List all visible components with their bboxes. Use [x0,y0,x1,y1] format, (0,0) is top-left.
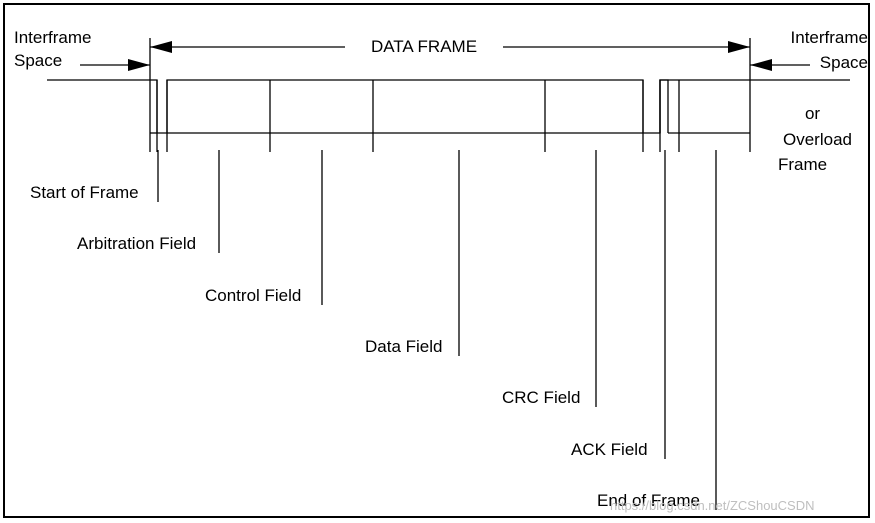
overload-label: Overload [783,130,852,149]
watermark: https://blog.csdn.net/ZCShouCSDN [610,498,815,513]
title-arrowhead-left [150,41,172,53]
control-field-label: Control Field [205,286,302,305]
data-field-label: Data Field [365,337,443,356]
left-space-arrowhead [128,59,150,71]
diagram-frame [3,3,870,518]
or-label: or [804,104,821,123]
ack-field-label: ACK Field [571,440,648,459]
right-interframe-label: Interframe [790,28,868,47]
diagram-title: DATA FRAME [370,37,478,56]
crc-field-label: CRC Field [502,388,581,407]
right-space-label: Space [819,53,868,72]
left-interframe-label: Interframe [14,28,92,47]
arbitration-field-label: Arbitration Field [77,234,197,253]
ack-slot [659,79,669,133]
right-space-arrowhead [750,59,772,71]
title-arrowhead-right [728,41,750,53]
start-of-frame-label: Start of Frame [30,183,139,202]
end-of-frame-label: End of Frame [597,491,700,510]
left-space-label: Space [14,51,63,70]
frame-label: Frame [778,155,828,174]
